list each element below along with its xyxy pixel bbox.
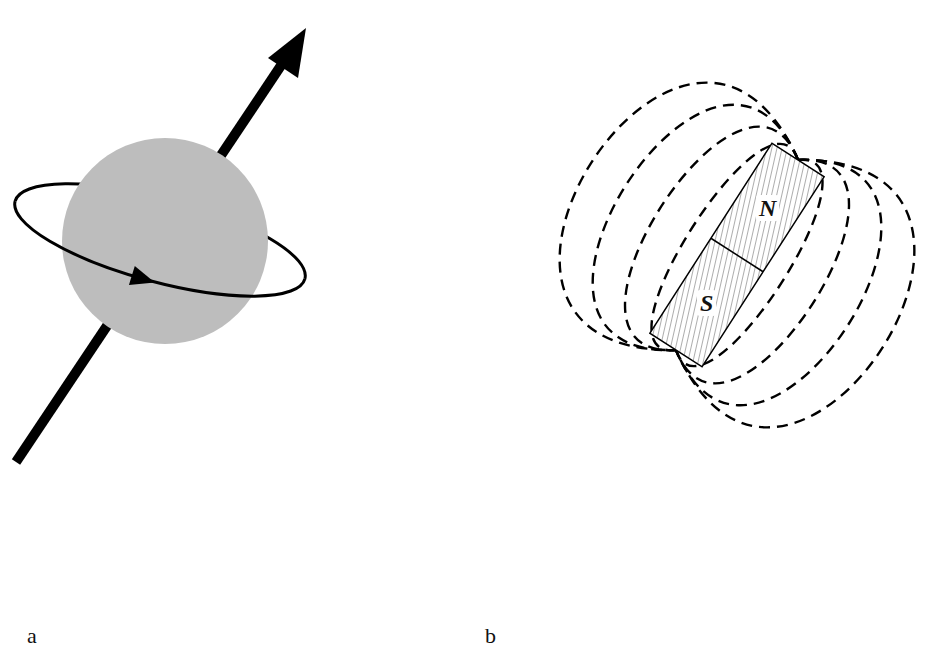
field-lines [516, 43, 933, 466]
particle-sphere [62, 138, 268, 344]
pole-label: N [756, 195, 779, 221]
panel-label: b [485, 625, 496, 647]
orbit-front [2, 201, 305, 329]
bar-magnet [650, 143, 824, 367]
panel-label: a [27, 625, 37, 647]
pole-label: S [697, 290, 716, 316]
